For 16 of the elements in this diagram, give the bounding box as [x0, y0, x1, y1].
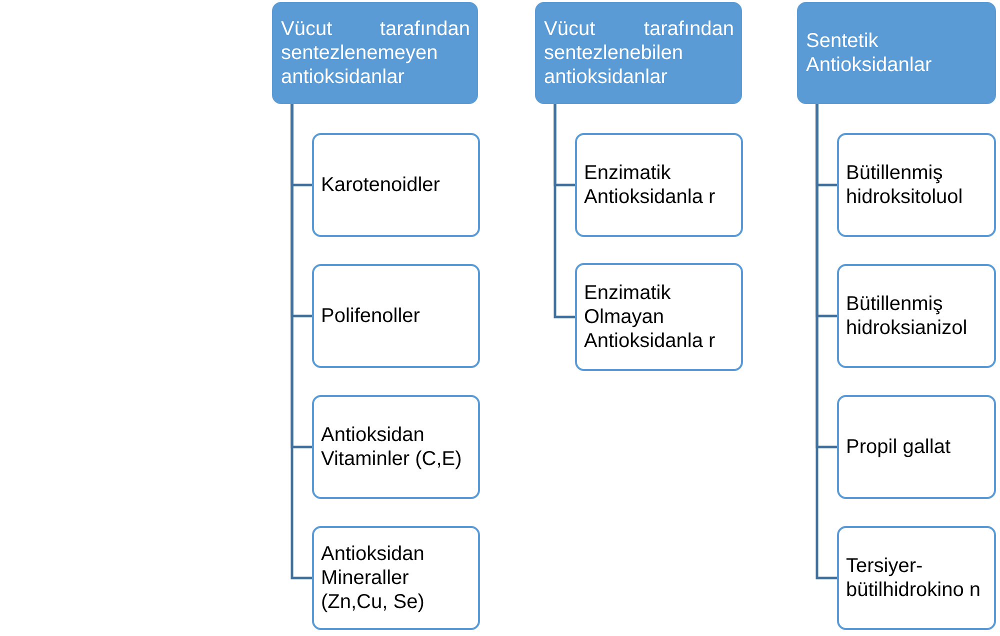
category-box: Vücut tarafından sentezlenemeyen antioksidanlar	[272, 2, 478, 104]
item-box: Tersiyer- bütilhidrokino n	[837, 526, 996, 630]
item-box: Bütillenmiş hidroksianizol	[837, 264, 996, 368]
category-box: Sentetik Antioksidanlar	[797, 2, 996, 104]
item-box: Enzimatik Antioksidanla r	[575, 133, 743, 237]
item-box: Karotenoidler	[312, 133, 480, 237]
item-box: Polifenoller	[312, 264, 480, 368]
item-box: Bütillenmiş hidroksitoluol	[837, 133, 996, 237]
item-box: Antioksidan Vitaminler (C,E)	[312, 395, 480, 499]
category-box: Vücut tarafından sentezlenebilen antioksidanlar	[535, 2, 742, 104]
connector-line	[554, 104, 575, 318]
item-box: Antioksidan Mineraller (Zn,Cu, Se)	[312, 526, 480, 630]
item-box: Enzimatik Olmayan Antioksidanla r	[575, 263, 743, 371]
connector-line	[816, 104, 837, 580]
connector-line	[290, 104, 312, 580]
item-box: Propil gallat	[837, 395, 996, 499]
